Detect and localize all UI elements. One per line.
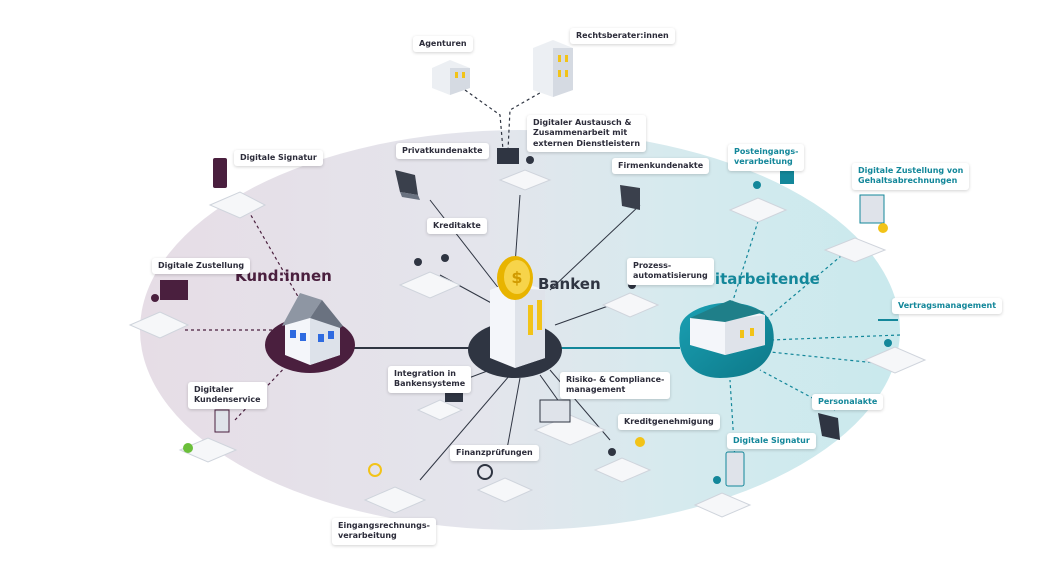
customers-hub — [265, 293, 355, 373]
agency-building-icon — [432, 60, 470, 95]
desk-worker-icon — [693, 451, 752, 518]
employees-hub — [679, 300, 774, 378]
bank-building-icon — [490, 280, 545, 368]
label-digitaler-kundenservice: Digitaler Kundenservice — [188, 382, 267, 409]
label-vertragsmanagement: Vertragsmanagement — [892, 298, 1003, 315]
desk-worker-icon — [398, 254, 462, 299]
label-kreditakte: Kreditakte — [427, 218, 487, 235]
label-digitale-signatur-mitarbeiter: Digitale Signatur — [727, 433, 816, 450]
law-office-building-icon — [533, 40, 573, 97]
coin-icon: $ — [497, 256, 533, 300]
label-digitale-signatur-kunde: Digitale Signatur — [234, 150, 323, 167]
desk-worker-icon — [363, 463, 427, 514]
workstation-tiles — [128, 148, 927, 518]
label-prozessautomatisierung: Prozess- automatisierung — [627, 258, 714, 285]
customers-hub-label: Kund:innen — [235, 267, 332, 285]
desk-worker-icon — [178, 409, 238, 463]
desk-worker-icon — [593, 437, 652, 483]
label-digitale-zustellung: Digitale Zustellung — [152, 258, 251, 275]
label-firmenkundenakte: Firmenkundenakte — [612, 158, 710, 175]
office-building-icon — [690, 300, 765, 355]
desk-worker-icon — [476, 464, 534, 503]
banks-hub: $ — [468, 256, 562, 378]
desk-worker-icon — [863, 319, 927, 374]
desk-worker-icon — [823, 194, 888, 263]
folder-icon — [620, 185, 640, 210]
label-agenturen: Agenturen — [413, 36, 473, 53]
folder-icon — [818, 413, 840, 440]
label-rechtsberater: Rechtsberater:innen — [570, 28, 675, 45]
label-personalakte: Personalakte — [812, 394, 884, 411]
desk-worker-icon — [128, 280, 190, 339]
label-posteingang: Posteingangs- verarbeitung — [728, 144, 805, 171]
desk-worker-icon — [416, 390, 464, 421]
svg-text:$: $ — [511, 268, 522, 287]
customer-connectors — [185, 204, 301, 421]
desk-worker-icon — [497, 148, 552, 191]
label-privatkundenakte: Privatkundenakte — [396, 143, 489, 160]
desk-worker-icon — [533, 399, 607, 446]
label-integration: Integration in Bankensysteme — [388, 366, 472, 393]
desk-worker-icon — [728, 170, 794, 223]
folder-icon — [395, 170, 420, 200]
label-finanzpruefungen: Finanzprüfungen — [450, 445, 539, 462]
label-risiko: Risiko- & Compliance- management — [560, 372, 671, 399]
label-zustellung-gehalt: Digitale Zustellung von Gehaltsabrechnun… — [852, 163, 970, 190]
banks-hub-label: Banken — [538, 275, 601, 293]
label-kreditgenehmigung: Kreditgenehmigung — [618, 414, 720, 431]
employees-hub-label: Mitarbeitende — [700, 270, 820, 288]
label-digitaler-austausch: Digitaler Austausch & Zusammenarbeit mit… — [527, 115, 647, 153]
desk-worker-icon — [208, 158, 267, 219]
external-connectors — [464, 89, 546, 151]
label-eingangsrechnung: Eingangsrechnungs- verarbeitung — [332, 518, 436, 545]
house-icon — [282, 293, 343, 365]
